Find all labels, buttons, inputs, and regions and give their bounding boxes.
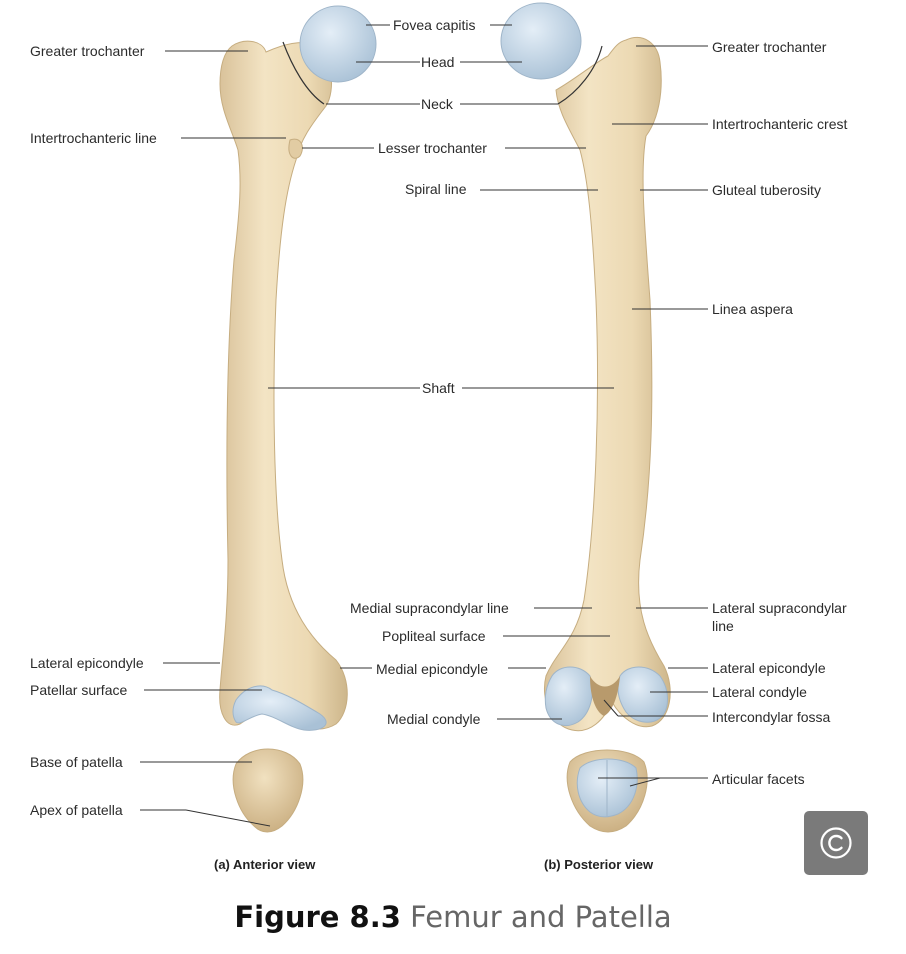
leader-lines xyxy=(140,24,708,827)
label-greater-trochanter-right: Greater trochanter xyxy=(712,39,827,55)
label-medial-epicondyle: Medial epicondyle xyxy=(376,661,489,677)
posterior-femur-head xyxy=(500,2,582,80)
label-patellar-surface: Patellar surface xyxy=(30,682,128,698)
label-spiral-line: Spiral line xyxy=(405,181,467,197)
label-apex-of-patella: Apex of patella xyxy=(30,802,123,818)
label-fovea-capitis: Fovea capitis xyxy=(393,17,476,33)
anterior-patellar-surface xyxy=(232,685,327,731)
label-articular-facets: Articular facets xyxy=(712,771,805,787)
label-intercondylar-fossa: Intercondylar fossa xyxy=(712,709,831,725)
figure-title: Femur and Patella xyxy=(410,900,672,934)
label-lateral-supracondylar-line: Lateral supracondylar xyxy=(712,600,847,616)
posterior-lateral-condyle xyxy=(617,666,668,723)
label-medial-condyle: Medial condyle xyxy=(387,711,481,727)
anterior-patella xyxy=(232,748,304,833)
label-lesser-trochanter: Lesser trochanter xyxy=(378,140,487,156)
posterior-femur-bone xyxy=(544,37,671,732)
posterior-view-title: (b) Posterior view xyxy=(544,857,654,872)
copyright-icon xyxy=(820,827,852,859)
label-lateral-condyle: Lateral condyle xyxy=(712,684,807,700)
figure-caption: Figure 8.3 Femur and Patella xyxy=(0,900,906,934)
anterior-femur xyxy=(219,5,377,731)
label-neck: Neck xyxy=(421,96,453,112)
anterior-lesser-trochanter xyxy=(288,138,303,159)
figure-number: Figure 8.3 xyxy=(234,900,401,934)
label-intertrochanteric-crest: Intertrochanteric crest xyxy=(712,116,848,132)
label-head: Head xyxy=(421,54,455,70)
label-base-of-patella: Base of patella xyxy=(30,754,123,770)
label-linea-aspera: Linea aspera xyxy=(712,301,793,317)
label-greater-trochanter-left: Greater trochanter xyxy=(30,43,145,59)
label-lateral-epicondyle-right: Lateral epicondyle xyxy=(712,660,826,676)
intercondylar-fossa-shape xyxy=(590,676,620,716)
posterior-medial-condyle xyxy=(544,666,593,726)
label-shaft: Shaft xyxy=(422,380,455,396)
anterior-femur-head xyxy=(299,5,377,83)
anterior-view-title: (a) Anterior view xyxy=(214,857,316,872)
label-lateral-supracondylar-line-2: line xyxy=(712,618,734,634)
label-popliteal-surface: Popliteal surface xyxy=(382,628,486,644)
label-intertrochanteric-line: Intertrochanteric line xyxy=(30,130,157,146)
label-gluteal-tuberosity: Gluteal tuberosity xyxy=(712,182,821,198)
posterior-neck-outline xyxy=(557,45,603,105)
copyright-badge xyxy=(804,811,868,875)
label-lateral-epicondyle-left: Lateral epicondyle xyxy=(30,655,144,671)
posterior-femur xyxy=(500,2,671,732)
anterior-neck-outline xyxy=(282,41,325,105)
label-medial-supracondylar-line: Medial supracondylar line xyxy=(350,600,509,616)
anterior-femur-bone xyxy=(219,40,348,730)
